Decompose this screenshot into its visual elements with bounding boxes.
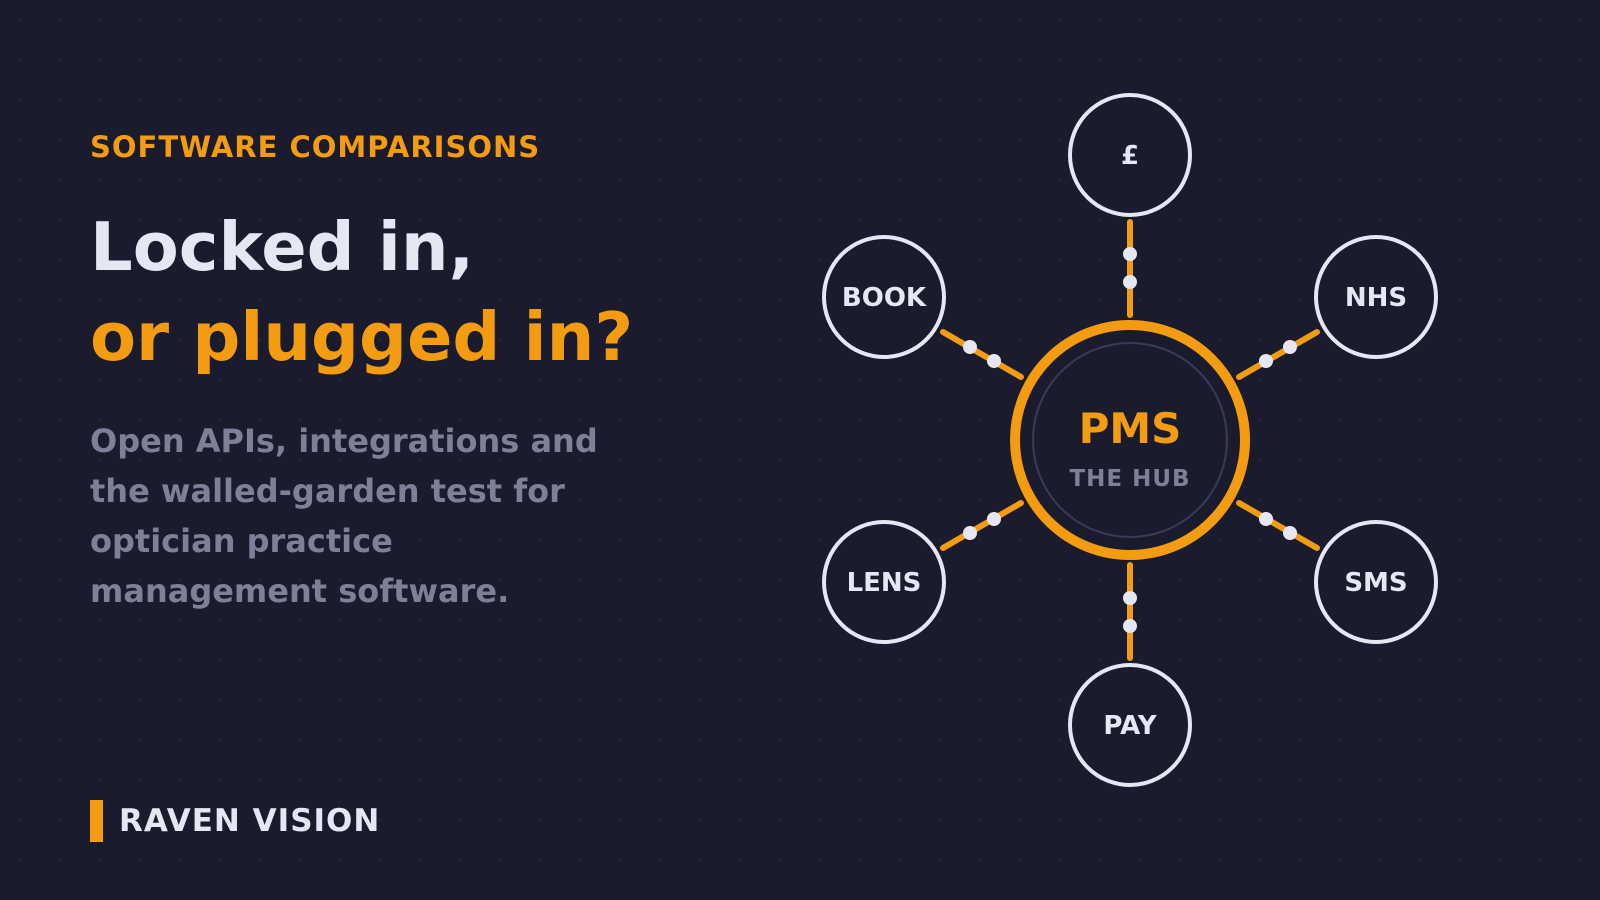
hub-title: PMS xyxy=(1079,404,1182,453)
connector-top-left xyxy=(940,329,1024,380)
node-pound-label: £ xyxy=(1121,141,1139,171)
node-nhs: NHS xyxy=(1314,235,1438,359)
node-sms: SMS xyxy=(1314,520,1438,644)
node-sms-label: SMS xyxy=(1344,568,1407,598)
hub-subtitle: THE HUB xyxy=(1069,466,1190,492)
headline-line-1: Locked in, xyxy=(90,208,475,286)
connector-bottom-right xyxy=(1236,500,1320,551)
headline-line-2: or plugged in? xyxy=(90,298,634,376)
connector-top xyxy=(1123,219,1137,318)
node-pound: £ xyxy=(1068,93,1192,217)
brand-accent-bar xyxy=(90,800,103,842)
node-lens: LENS xyxy=(822,520,946,644)
eyebrow-label: SOFTWARE COMPARISONS xyxy=(90,130,541,164)
connector-bottom-left xyxy=(940,500,1024,551)
node-nhs-label: NHS xyxy=(1345,283,1407,313)
brand: RAVEN VISION xyxy=(90,800,380,842)
subtext: Open APIs, integrations and the walled-g… xyxy=(90,422,598,610)
node-book: BOOK xyxy=(822,235,946,359)
hub-node: PMS THE HUB xyxy=(1010,320,1250,560)
node-book-label: BOOK xyxy=(842,283,927,313)
node-lens-label: LENS xyxy=(847,568,922,598)
connector-bottom xyxy=(1123,562,1137,661)
connector-top-right xyxy=(1236,329,1320,380)
headline: Locked in, or plugged in? xyxy=(90,202,633,382)
node-pay: PAY xyxy=(1068,663,1192,787)
node-pay-label: PAY xyxy=(1103,711,1157,741)
brand-name: RAVEN VISION xyxy=(119,803,381,839)
